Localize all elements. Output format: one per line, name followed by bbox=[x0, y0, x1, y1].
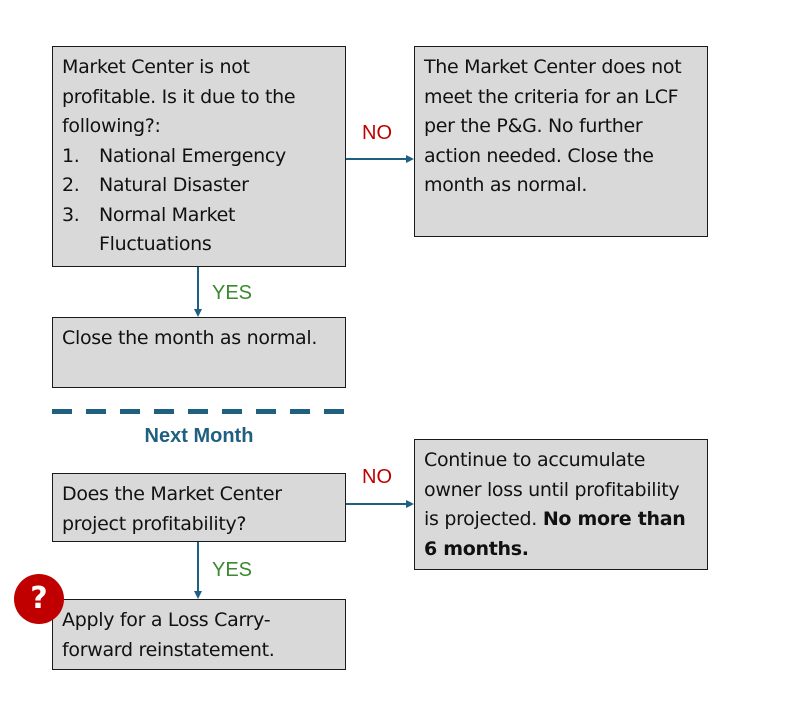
arrowhead-icon bbox=[194, 309, 202, 317]
next-month-heading: Next Month bbox=[144, 425, 254, 447]
dashed-divider bbox=[52, 409, 344, 414]
cause-item: 3.Normal Market Fluctuations bbox=[62, 203, 236, 256]
outcome-box-close-month: Close the month as normal. bbox=[52, 317, 346, 388]
decision-box-not-profitable: Market Center is not profitable. Is it d… bbox=[52, 46, 346, 267]
no-label: NO bbox=[362, 466, 392, 488]
decision-box-project-profitability: Does the Market Center project profitabi… bbox=[52, 473, 346, 542]
outcome-text: Continue to accumulate owner loss until … bbox=[424, 449, 686, 560]
connector-yes-2 bbox=[197, 542, 199, 592]
outcome-emphasis: No more than 6 months. bbox=[424, 508, 686, 560]
yes-label: YES bbox=[212, 559, 253, 581]
outcome-text: Close the month as normal. bbox=[62, 327, 318, 349]
outcome-box-apply-lcf: Apply for a Loss Carry-forward reinstate… bbox=[52, 599, 346, 670]
connector-no-1 bbox=[346, 158, 407, 160]
cause-item: 1.National Emergency bbox=[62, 144, 286, 167]
decision-question: Does the Market Center project profitabi… bbox=[62, 483, 282, 535]
connector-yes-1 bbox=[197, 267, 199, 310]
outcome-text: The Market Center does not meet the crit… bbox=[424, 56, 682, 196]
connector-no-2 bbox=[346, 503, 407, 505]
cause-item: 2.Natural Disaster bbox=[62, 174, 249, 196]
yes-label: YES bbox=[212, 282, 253, 304]
outcome-box-accumulate-loss: Continue to accumulate owner loss until … bbox=[414, 439, 708, 570]
arrowhead-icon bbox=[406, 155, 414, 163]
arrowhead-icon bbox=[406, 500, 414, 508]
cause-list: 1.National Emergency 2.Natural Disaster … bbox=[62, 142, 336, 260]
arrowhead-icon bbox=[194, 591, 202, 599]
help-question-icon[interactable]: ? bbox=[14, 574, 64, 624]
decision-question: Market Center is not profitable. Is it d… bbox=[62, 56, 296, 137]
no-label: NO bbox=[362, 122, 392, 144]
outcome-text: Apply for a Loss Carry-forward reinstate… bbox=[62, 609, 275, 661]
outcome-box-no-lcf: The Market Center does not meet the crit… bbox=[414, 46, 708, 237]
